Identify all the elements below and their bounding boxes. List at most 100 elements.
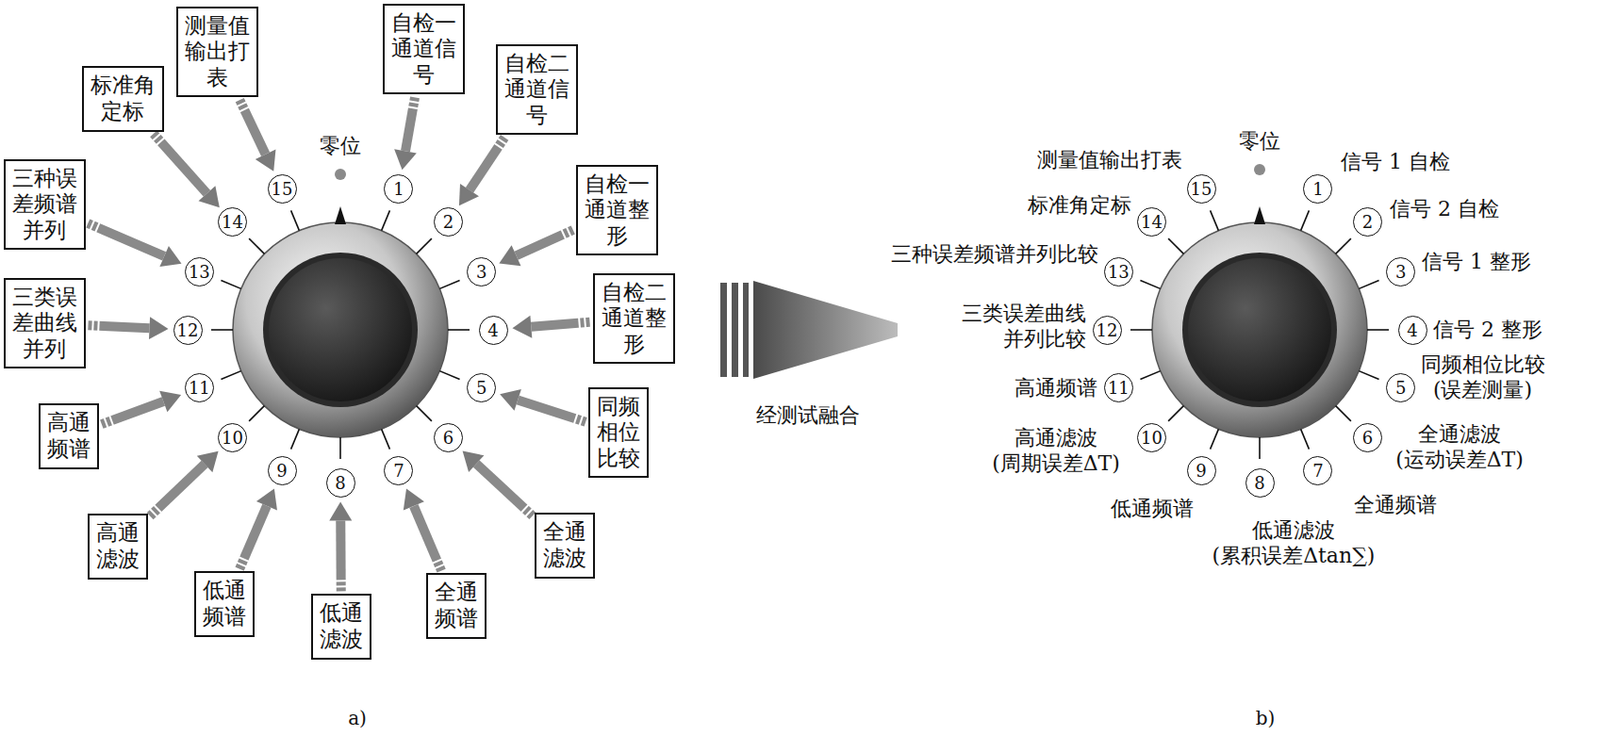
position-label: 三类误差曲线 并列比较 <box>874 300 1087 353</box>
dial-tick <box>381 210 391 231</box>
dial-tick <box>1210 428 1220 449</box>
callout-number: 3 <box>1395 262 1406 282</box>
position-label: 测量值输出打表 <box>1037 147 1183 174</box>
position-number: 9 <box>267 456 297 486</box>
dial-tick <box>1301 210 1310 231</box>
position-number: 6 <box>433 423 463 453</box>
pointer-arrow <box>499 389 588 427</box>
callout-number: 14 <box>1140 212 1163 232</box>
position-label: 信号 2 自检 <box>1389 196 1500 223</box>
pointer-arrow <box>149 131 220 209</box>
callout-number: 5 <box>476 378 487 398</box>
callout-number: 11 <box>188 378 211 398</box>
callout-number: 8 <box>334 473 346 494</box>
dial-tick <box>1139 280 1160 290</box>
callout-number: 4 <box>1406 320 1418 341</box>
box-text: 全通频谱 <box>434 579 479 632</box>
position-label: 低通频谱 <box>1110 495 1194 523</box>
box-text: 标准角定标 <box>90 72 156 125</box>
dial-tick <box>447 329 470 331</box>
box-text: 低通滤波 <box>319 600 363 653</box>
position-number: 4 <box>1398 315 1428 346</box>
position-number: 1 <box>1303 174 1333 204</box>
dial-tick <box>1258 437 1261 460</box>
box-text: 三类误差曲线并列 <box>12 284 78 363</box>
pointer-arrow <box>394 96 420 170</box>
label-box: 三种误差频谱并列 <box>3 159 86 251</box>
callout-number: 8 <box>1253 473 1265 494</box>
dial-tick <box>416 406 432 422</box>
dial-tick <box>291 210 300 231</box>
position-number: 6 <box>1352 423 1383 453</box>
position-number: 10 <box>1137 423 1167 453</box>
position-label: 全通滤波 (运动误差ΔT) <box>1352 421 1568 474</box>
callout-number: 10 <box>221 428 244 448</box>
callout-number: 12 <box>177 320 199 341</box>
position-label: 同频相位比较 (误差测量) <box>1368 351 1598 404</box>
pointer-arrow <box>498 225 576 266</box>
callout-number: 2 <box>443 212 454 232</box>
label-box: 全通滤波 <box>534 512 595 578</box>
pointer-arrow <box>99 391 182 429</box>
callout-number: 13 <box>188 262 211 282</box>
position-number: 7 <box>1303 456 1333 486</box>
label-box: 高通滤波 <box>87 513 149 579</box>
dial-tick <box>439 371 460 380</box>
label-box: 自检一通道信号 <box>382 3 465 96</box>
callout-number: 10 <box>1140 428 1163 448</box>
zero-label: 零位 <box>1238 128 1281 155</box>
knob-left <box>232 168 448 438</box>
callout-number: 3 <box>476 262 487 282</box>
position-label: 信号 1 自检 <box>1340 148 1451 176</box>
panel-caption: b) <box>1255 707 1276 731</box>
callout-number: 2 <box>1362 212 1373 232</box>
dial-tick <box>211 329 233 331</box>
zero-label: 零位 <box>319 132 362 160</box>
position-number: 1 <box>383 174 413 204</box>
position-number: 9 <box>1187 456 1217 486</box>
dial-tick <box>1168 238 1184 254</box>
dial-tick <box>1367 329 1389 331</box>
position-number: 4 <box>478 315 509 346</box>
label-box: 自检一通道整形 <box>576 164 659 257</box>
position-label: 高通滤波 (周期误差ΔT) <box>948 425 1165 478</box>
pointer-arrow <box>87 316 168 340</box>
position-number: 14 <box>1137 207 1167 237</box>
pointer-arrow <box>235 98 277 172</box>
dial-ticks <box>211 206 1389 460</box>
callout-number: 7 <box>1312 461 1323 481</box>
callout-number: 1 <box>1312 179 1323 199</box>
position-label: 全通频谱 <box>1353 492 1437 519</box>
position-number: 2 <box>1352 207 1383 237</box>
pointer-arrow <box>462 450 537 519</box>
label-box: 低通频谱 <box>194 571 255 637</box>
callout-number: 11 <box>1107 378 1130 398</box>
position-label: 低通滤波 (累积误差Δtan∑) <box>1168 517 1419 570</box>
box-text: 自检一通道信号 <box>391 10 457 89</box>
dial-tick <box>1139 371 1160 380</box>
box-text: 三种误差频谱并列 <box>12 165 78 245</box>
position-number: 8 <box>326 468 356 498</box>
dial-tick <box>1336 406 1352 422</box>
position-label: 信号 1 整形 <box>1421 248 1532 276</box>
dial-tick <box>291 428 300 449</box>
callout-number: 12 <box>1096 320 1119 341</box>
box-text: 高通滤波 <box>96 520 140 573</box>
label-box: 全通频谱 <box>426 573 487 639</box>
callout-number: 4 <box>487 320 498 341</box>
dial-tick <box>1301 428 1310 449</box>
dial-tick <box>220 371 241 380</box>
box-text: 同频相位比较 <box>596 394 641 473</box>
position-label: 高通频谱 <box>1014 375 1098 402</box>
dial-tick <box>1130 329 1153 331</box>
position-number: 5 <box>466 373 496 403</box>
position-number: 3 <box>466 257 496 287</box>
position-number: 7 <box>383 456 413 486</box>
dial-tick <box>1168 406 1184 422</box>
position-number: 2 <box>433 207 463 237</box>
position-number: 14 <box>217 207 248 237</box>
position-number: 10 <box>217 423 248 453</box>
position-number: 8 <box>1245 468 1275 498</box>
position-number: 11 <box>1104 373 1134 403</box>
label-box: 自检二通道整形 <box>593 273 676 365</box>
